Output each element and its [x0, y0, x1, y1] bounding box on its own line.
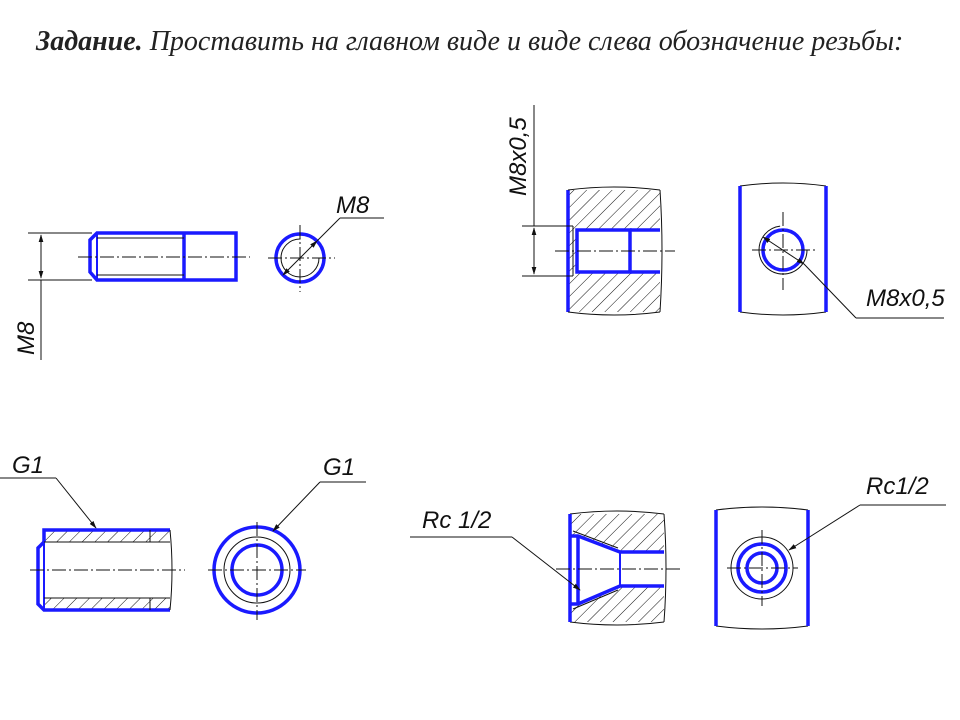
pipe-main-view [0, 477, 185, 612]
g1-label-left: G1 [12, 452, 44, 479]
task-statement: Задание. Проставить на главном виде и ви… [36, 22, 936, 62]
m8x05-dimension-vertical [522, 105, 573, 277]
task-text: Проставить на главном виде и виде слева … [149, 26, 904, 57]
nut-side-view [738, 182, 944, 319]
m8x05-label-vertical: M8x0,5 [505, 117, 532, 196]
cone-main-view [410, 510, 680, 626]
m8-label-top: M8 [336, 192, 370, 219]
m8-label-vertical: M8 [13, 321, 40, 355]
g1-label-right: G1 [323, 454, 355, 481]
m8-dimension-vertical [28, 232, 92, 360]
bolt-side-view [268, 217, 384, 292]
bolt-main-view [78, 231, 250, 282]
task-prefix: Задание. [36, 26, 143, 57]
cone-side-view [714, 504, 946, 630]
nut-main-view [555, 186, 675, 316]
rc-label-right: Rc1/2 [866, 473, 929, 500]
pipe-side-view [208, 481, 366, 620]
rc-label-left: Rc 1/2 [422, 507, 491, 534]
m8x05-label-leader: M8x0,5 [866, 285, 945, 312]
